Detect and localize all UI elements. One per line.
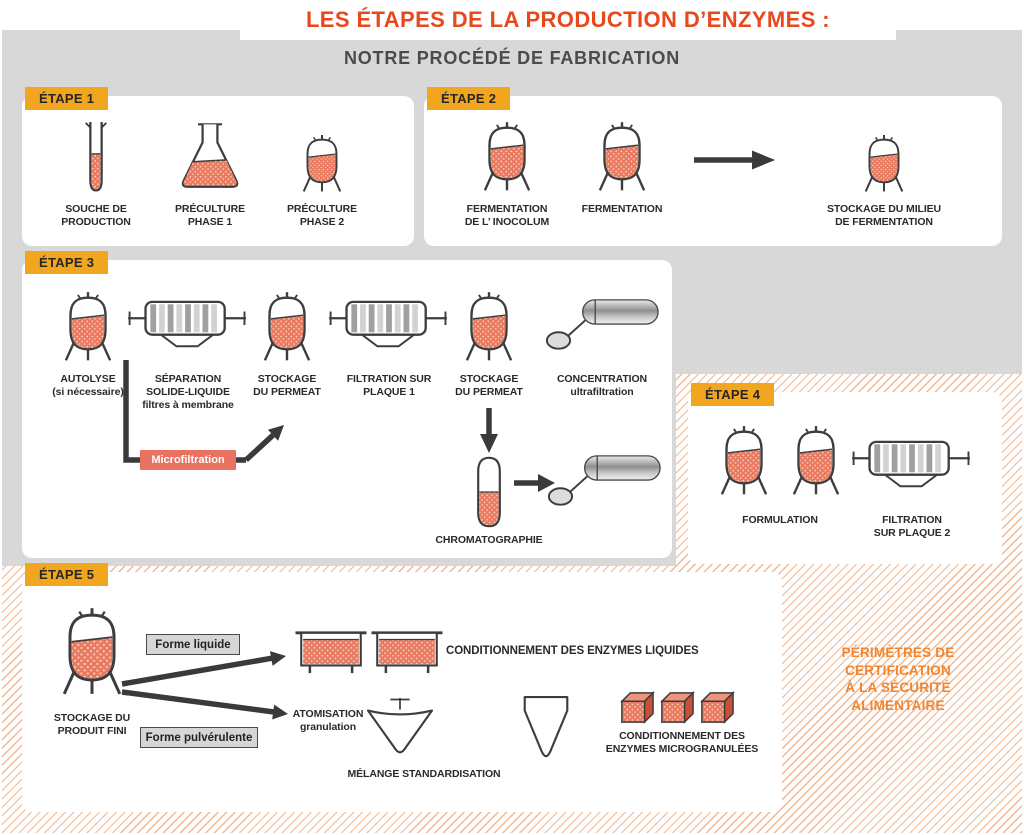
icon-area: [293, 114, 351, 196]
icon-area: [329, 284, 449, 366]
ultrafiltration-icon: [542, 296, 662, 354]
melange-cone-icon: [516, 694, 576, 766]
conditionnement-micro-label: CONDITIONNEMENT DES ENZYMES MICROGRANULÉ…: [605, 730, 759, 755]
fermenter-icon: [781, 426, 851, 500]
page-title: LES ÉTAPES DE LA PRODUCTION D’ENZYMES :: [305, 7, 831, 32]
step4-tab: ÉTAPE 4: [691, 383, 775, 406]
stockage-permeat1-item: STOCKAGE DU PERMEAT: [239, 284, 335, 399]
granule-box-icon: [658, 690, 696, 724]
fermenter-icon: [53, 292, 123, 366]
conditionnement-liquides-label: CONDITIONNEMENT DES ENZYMES LIQUIDES: [446, 645, 699, 657]
page-subtitle: NOTRE PROCÉDÉ DE FABRICATION: [343, 48, 681, 68]
step3-tab: ÉTAPE 3: [25, 251, 109, 274]
erlenmeyer-flask-icon: [171, 122, 249, 196]
preculture-phase2-item: PRÉCULTURE PHASE 2: [270, 114, 374, 229]
liquid-tray-icon: [370, 628, 444, 676]
icon-area: [587, 114, 657, 196]
autolyse-label: AUTOLYSE (si nécessaire): [52, 373, 124, 398]
chromatographie-label: CHROMATOGRAPHIE: [435, 534, 543, 546]
icon-area: [128, 284, 248, 366]
separation-item: SÉPARATION SOLIDE-LIQUIDE filtres à memb…: [128, 284, 248, 411]
melange-standardisation-label: MÉLANGE STANDARDISATION: [347, 768, 501, 780]
arrow-down-icon: [480, 408, 498, 453]
certification-perimeter-label: PÉRIMÈTRES DE CERTIFICATION À LA SÉCURIT…: [841, 645, 955, 713]
step2-panel: ÉTAPE 2 FERMENTATION DE L’ INOCOLUM FERM…: [424, 87, 1002, 246]
icon-area: [252, 284, 322, 366]
test-tube-icon: [81, 121, 111, 196]
arrow-liquide-icon: [121, 651, 286, 687]
icon-area: [53, 284, 123, 366]
arrow-right-icon: [694, 150, 775, 170]
fermenter-icon: [855, 135, 913, 196]
souche-production-item: SOUCHE DE PRODUCTION: [44, 114, 148, 229]
fermentation-label: FERMENTATION: [581, 203, 663, 215]
filtration-plaque1-item: FILTRATION SUR PLAQUE 1: [329, 284, 449, 399]
stockage-permeat1-label: STOCKAGE DU PERMEAT: [253, 373, 321, 398]
step5-tab: ÉTAPE 5: [25, 563, 109, 586]
step4-panel: ÉTAPE 4 FORMULATION FILTRATION SUR PLAQU…: [688, 383, 1002, 564]
microfiltration-tag: Microfiltration: [140, 450, 236, 470]
step2-tab: ÉTAPE 2: [427, 87, 511, 110]
icon-area: [171, 114, 249, 196]
forme-liquide-tag: Forme liquide: [146, 634, 240, 655]
fermentation-item: FERMENTATION: [559, 114, 685, 216]
chromatography-column-icon: [471, 454, 507, 530]
granule-box-icon: [698, 690, 736, 724]
forme-pulverulente-tag: Forme pulvérulente: [140, 727, 258, 748]
stockage-permeat2-item: STOCKAGE DU PERMEAT: [441, 284, 537, 399]
fermenter-icon: [252, 292, 322, 366]
fermenter-icon: [587, 122, 657, 196]
step5-panel: ÉTAPE 5 STOCKAGE DU PRODUIT FINI Forme l…: [22, 563, 782, 812]
concentration-item: CONCENTRATION ultrafiltration: [540, 284, 664, 399]
step1-panel: ÉTAPE 1 SOUCHE DE PRODUCTION PRÉCULTURE …: [22, 87, 414, 246]
step3-panel: ÉTAPE 3 AUTOLYSE (si nécessaire) SÉPARAT…: [22, 251, 672, 558]
concentration-label: CONCENTRATION ultrafiltration: [556, 373, 648, 398]
filtration-plaque1-label: FILTRATION SUR PLAQUE 1: [346, 373, 432, 398]
separation-label: SÉPARATION SOLIDE-LIQUIDE filtres à memb…: [142, 373, 234, 411]
plate-filter-icon: [329, 298, 449, 354]
fermenter-icon: [472, 122, 542, 196]
fermenter-icon: [709, 426, 779, 500]
membrane-filter-icon: [128, 298, 248, 354]
title-banner: LES ÉTAPES DE LA PRODUCTION D’ENZYMES :: [240, 0, 896, 40]
formulation-label: FORMULATION: [742, 514, 818, 526]
plate-filter-icon: [852, 438, 972, 494]
atomisation-hopper-icon: [364, 698, 436, 760]
autolyse-item: AUTOLYSE (si nécessaire): [38, 284, 138, 399]
step1-tab: ÉTAPE 1: [25, 87, 109, 110]
stockage-produit-fini-label: STOCKAGE DU PRODUIT FINI: [53, 712, 131, 737]
preculture-phase1-item: PRÉCULTURE PHASE 1: [155, 114, 265, 229]
stockage-permeat2-label: STOCKAGE DU PERMEAT: [455, 373, 523, 398]
ultrafiltration-icon: [544, 452, 664, 510]
icon-area: [542, 284, 662, 366]
arrow-right-icon: [514, 474, 555, 492]
icon-area: [81, 114, 111, 196]
icon-area: [454, 284, 524, 366]
stockage-milieu-item: STOCKAGE DU MILIEU DE FERMENTATION: [816, 114, 952, 229]
preculture-phase1-label: PRÉCULTURE PHASE 1: [175, 203, 245, 228]
granule-box-icon: [618, 690, 656, 724]
fermentation-inoculum-item: FERMENTATION DE L’ INOCOLUM: [444, 114, 570, 229]
icon-area: [855, 114, 913, 196]
fermenter-icon: [454, 292, 524, 366]
arrow-pulverulente-icon: [121, 689, 288, 720]
icon-area: [472, 114, 542, 196]
atomisation-label: ATOMISATION granulation: [292, 708, 364, 733]
preculture-phase2-label: PRÉCULTURE PHASE 2: [287, 203, 357, 228]
fermenter-icon: [293, 135, 351, 196]
stockage-milieu-label: STOCKAGE DU MILIEU DE FERMENTATION: [826, 203, 942, 228]
filtration-plaque2-label: FILTRATION SUR PLAQUE 2: [873, 514, 951, 539]
liquid-tray-icon: [294, 628, 368, 676]
souche-production-label: SOUCHE DE PRODUCTION: [61, 203, 131, 228]
fermentation-inoculum-label: FERMENTATION DE L’ INOCOLUM: [464, 203, 550, 228]
